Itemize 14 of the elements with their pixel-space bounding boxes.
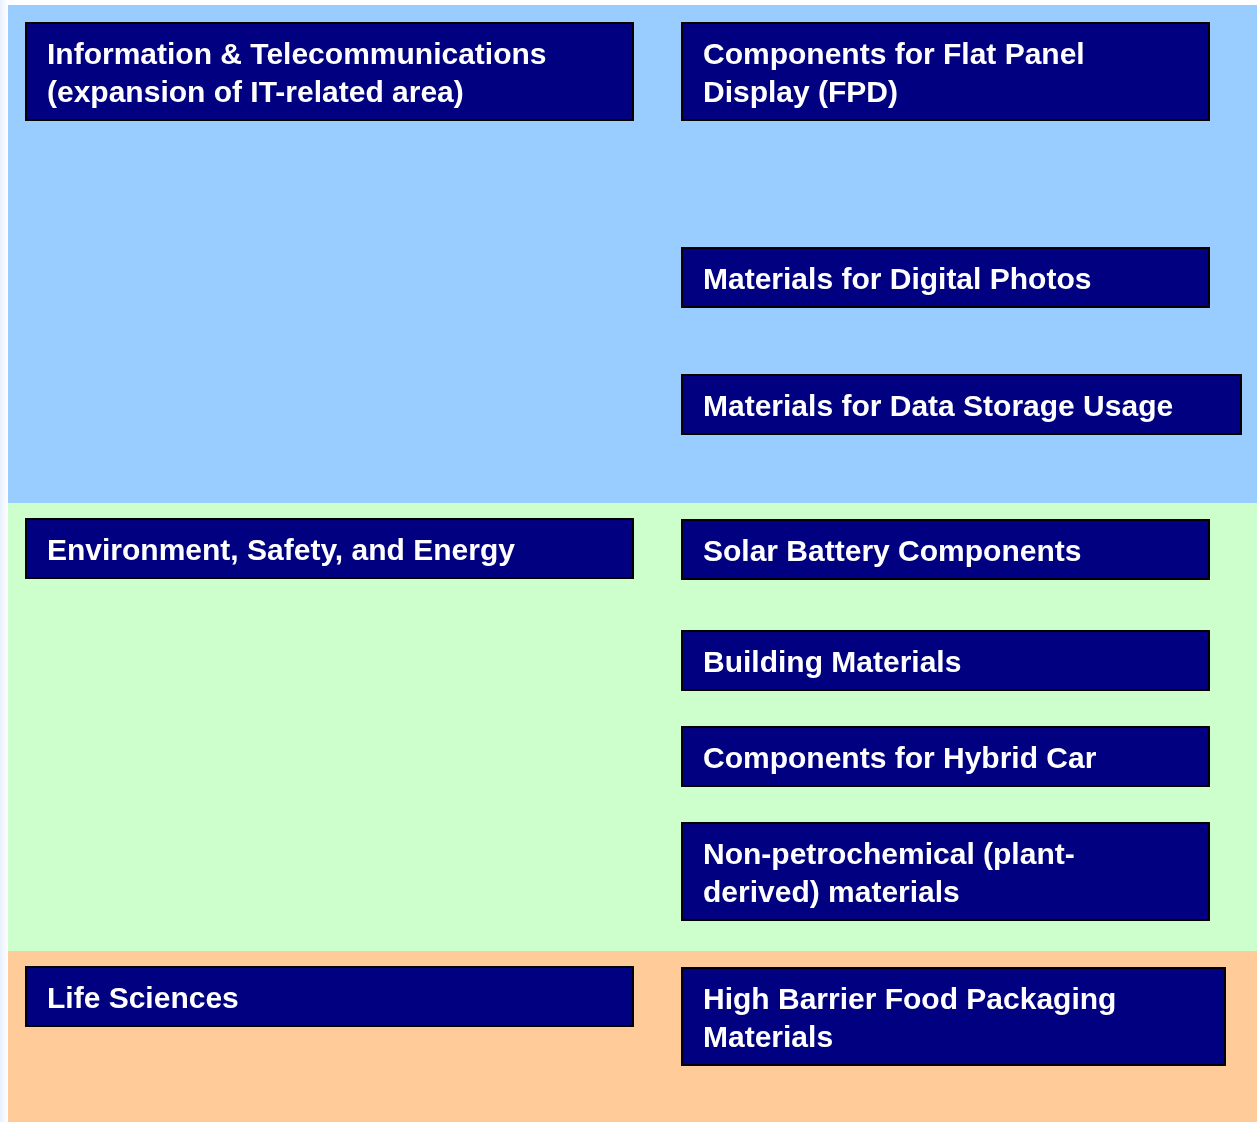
category-box: High Barrier Food Packaging Materials (681, 967, 1226, 1066)
category-box: Information & Telecommunications (expansion of IT-related area) (25, 22, 634, 121)
category-box: Non-petrochemical (plant-derived) materials (681, 822, 1210, 921)
category-box: Life Sciences (25, 966, 634, 1027)
category-box: Environment, Safety, and Energy (25, 518, 634, 579)
category-box: Materials for Data Storage Usage (681, 374, 1242, 435)
category-box: Components for Hybrid Car (681, 726, 1210, 787)
category-box: Solar Battery Components (681, 519, 1210, 580)
category-box: Components for Flat Panel Display (FPD) (681, 22, 1210, 121)
category-band (8, 5, 1257, 503)
category-box: Materials for Digital Photos (681, 247, 1210, 308)
category-box: Building Materials (681, 630, 1210, 691)
category-band (8, 503, 1257, 951)
category-band (8, 951, 1257, 1122)
